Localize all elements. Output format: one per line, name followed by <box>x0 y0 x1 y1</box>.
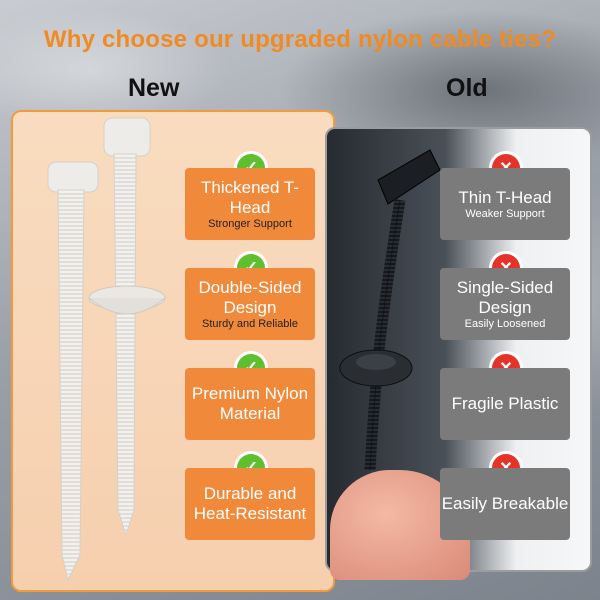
old-feature-badge: Fragile Plastic <box>440 368 570 440</box>
new-feature-badge: Thickened T-Head Stronger Support <box>185 168 315 240</box>
feature-label: Thin T-Head <box>458 187 552 207</box>
page-title: Why choose our upgraded nylon cable ties… <box>43 26 557 53</box>
new-cable-tie-right <box>88 117 166 537</box>
old-cable-tie <box>339 149 441 471</box>
new-feature-badge: Premium Nylon Material <box>185 368 315 440</box>
feature-label: Easily Breakable <box>441 494 569 513</box>
old-feature-badge: Single-Sided Design Easily Loosened <box>440 268 570 340</box>
column-heading-new: New <box>128 74 180 102</box>
column-heading-old: Old <box>446 74 488 102</box>
feature-sublabel: Easily Loosened <box>464 317 546 330</box>
feature-sublabel: Sturdy and Reliable <box>201 317 298 330</box>
old-feature-badge: Easily Breakable <box>440 468 570 540</box>
new-cable-tie-left <box>47 161 99 582</box>
feature-label: Premium Nylon Material <box>191 384 309 423</box>
feature-label: Single-Sided Design <box>456 277 554 317</box>
feature-sublabel: Weaker Support <box>465 207 545 220</box>
feature-label: Thickened T-Head <box>201 177 299 217</box>
new-feature-badge: Double-Sided Design Sturdy and Reliable <box>185 268 315 340</box>
feature-label: Fragile Plastic <box>451 394 559 413</box>
feature-sublabel: Stronger Support <box>208 217 292 230</box>
new-feature-badge: Durable and Heat-Resistant <box>185 468 315 540</box>
feature-label: Double-Sided Design <box>198 277 302 317</box>
feature-label: Durable and Heat-Resistant <box>193 484 307 523</box>
old-feature-badge: Thin T-Head Weaker Support <box>440 168 570 240</box>
